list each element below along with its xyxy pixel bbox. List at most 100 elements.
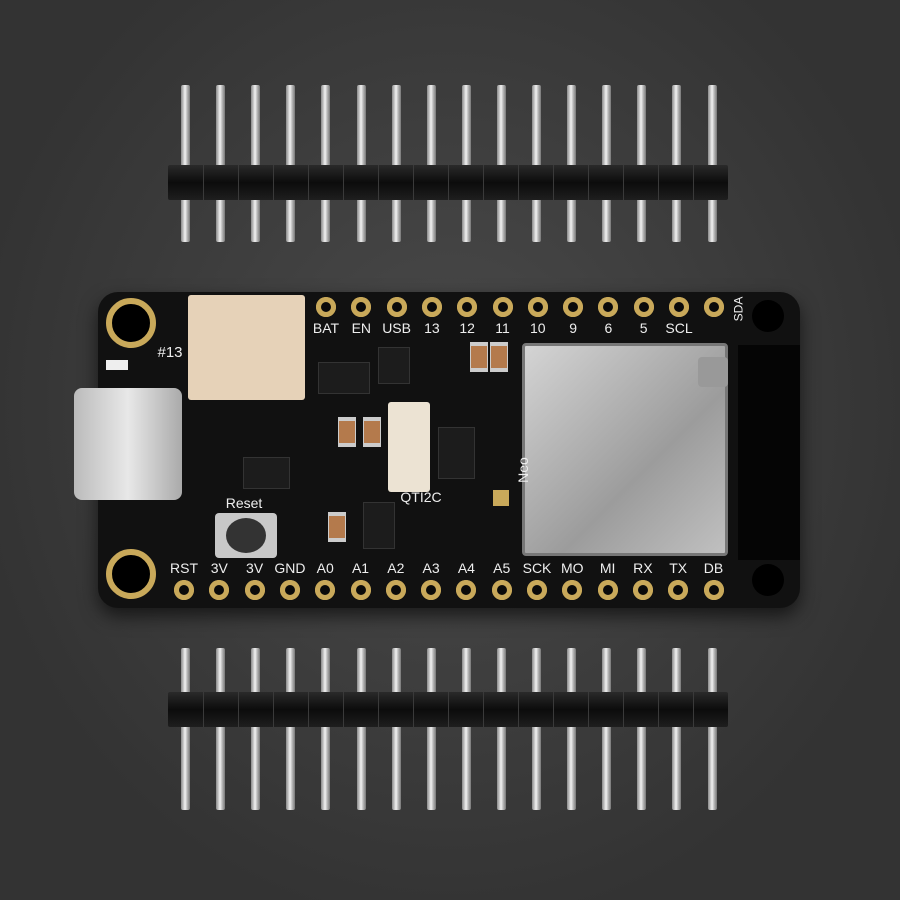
bottom-pin-label: GND [274, 560, 306, 576]
top-pin-label: SCL [665, 320, 693, 336]
led-label: #13 [157, 344, 183, 361]
pin-pad[interactable] [632, 580, 653, 600]
pin-pad[interactable] [456, 580, 477, 600]
bottom-pin-label: A0 [316, 560, 334, 576]
bottom-pin-label: A1 [351, 560, 370, 576]
pin-pad[interactable] [315, 580, 336, 600]
neopixel-led [493, 490, 509, 506]
header-pin [251, 85, 261, 242]
pin-pad[interactable] [174, 580, 194, 600]
ufl-antenna-connector [698, 357, 728, 387]
pin-pad[interactable] [562, 580, 583, 600]
header-pin [391, 648, 401, 810]
pin-pad[interactable] [527, 580, 547, 600]
header-pin [181, 648, 190, 810]
reset-button[interactable] [215, 513, 277, 558]
header-pin [532, 648, 541, 810]
header-pin [496, 648, 506, 810]
header-pin [286, 648, 296, 810]
chip [318, 362, 370, 394]
header-pin [672, 648, 682, 810]
top-pin-label: 5 [639, 320, 648, 336]
pin-pad[interactable] [385, 580, 406, 600]
mount-hole [106, 298, 156, 348]
capacitor [338, 417, 356, 447]
pin-pad[interactable] [421, 580, 442, 600]
pin-pad[interactable] [527, 297, 548, 317]
header-pin [181, 85, 190, 242]
header-pin [426, 648, 436, 810]
pin-pad[interactable] [633, 297, 654, 317]
header-pin [496, 85, 506, 242]
stemma-label: QTI2C [400, 489, 442, 505]
pin-pad[interactable] [669, 297, 689, 317]
bottom-pin-label: MO [561, 560, 584, 576]
header-pin [216, 85, 226, 242]
bottom-pin-label: A2 [387, 560, 405, 576]
header-pin [286, 85, 296, 242]
esp32-module [522, 343, 728, 556]
pin-pad[interactable] [244, 580, 265, 600]
bottom-pin-label: RST [170, 560, 198, 576]
top-pin-label: 6 [604, 320, 613, 336]
pin-pad[interactable] [457, 297, 478, 317]
pin-pad[interactable] [209, 580, 230, 600]
pin-pad[interactable] [597, 580, 618, 600]
bottom-pin-label: DB [703, 560, 724, 576]
bottom-pin-label: RX [633, 560, 653, 576]
pin-pad[interactable] [563, 297, 584, 317]
header-pin [461, 648, 471, 810]
chip [243, 457, 290, 489]
chip [363, 502, 395, 549]
led-13 [106, 360, 128, 370]
antenna-area [738, 345, 800, 560]
top-pin-label: USB [382, 320, 411, 336]
header-pin [637, 85, 647, 242]
pin-pad[interactable] [386, 297, 407, 317]
header-pin [391, 85, 401, 242]
bottom-pin-label: 3V [246, 560, 264, 576]
header-pin [602, 648, 612, 810]
mount-hole [752, 300, 784, 332]
top-pin-label: BAT [312, 320, 340, 336]
bottom-pin-label: A5 [493, 560, 511, 576]
capacitor [490, 342, 508, 372]
pin-pad[interactable] [421, 297, 442, 317]
pin-pad[interactable] [668, 580, 689, 600]
header-pin [707, 85, 717, 242]
capacitor [470, 342, 488, 372]
pin-pad[interactable] [704, 297, 725, 317]
mount-hole [752, 564, 784, 596]
jst-battery-connector [188, 295, 305, 400]
pin-pad[interactable] [703, 580, 724, 600]
pin-pad[interactable] [279, 580, 300, 600]
header-pin [251, 648, 261, 810]
pin-pad[interactable] [598, 297, 619, 317]
header-plastic [168, 165, 728, 200]
neopixel-label: Neo [514, 457, 531, 483]
bottom-pin-label: TX [669, 560, 688, 576]
usb-c-port[interactable] [74, 388, 182, 500]
header-pin [356, 648, 366, 810]
pin-pad[interactable] [350, 580, 371, 600]
header-pin [637, 648, 647, 810]
pin-pad[interactable] [316, 297, 336, 317]
header-pin [216, 648, 226, 810]
header-pin [672, 85, 682, 242]
top-pin-label: 11 [495, 320, 510, 336]
stemma-qt-connector [388, 402, 430, 492]
capacitor [363, 417, 381, 447]
top-pin-label: EN [351, 320, 372, 336]
header-pin [567, 85, 577, 242]
header-pin [426, 85, 436, 242]
header-pin [321, 648, 331, 810]
bottom-pin-label: 3V [210, 560, 228, 576]
bottom-pin-label: A4 [457, 560, 475, 576]
header-pin [707, 648, 717, 810]
top-pin-label: 9 [569, 320, 577, 336]
pin-pad[interactable] [351, 297, 372, 317]
pin-pad[interactable] [492, 297, 513, 317]
pin-pad[interactable] [491, 580, 512, 600]
bottom-pin-label: A3 [422, 560, 440, 576]
